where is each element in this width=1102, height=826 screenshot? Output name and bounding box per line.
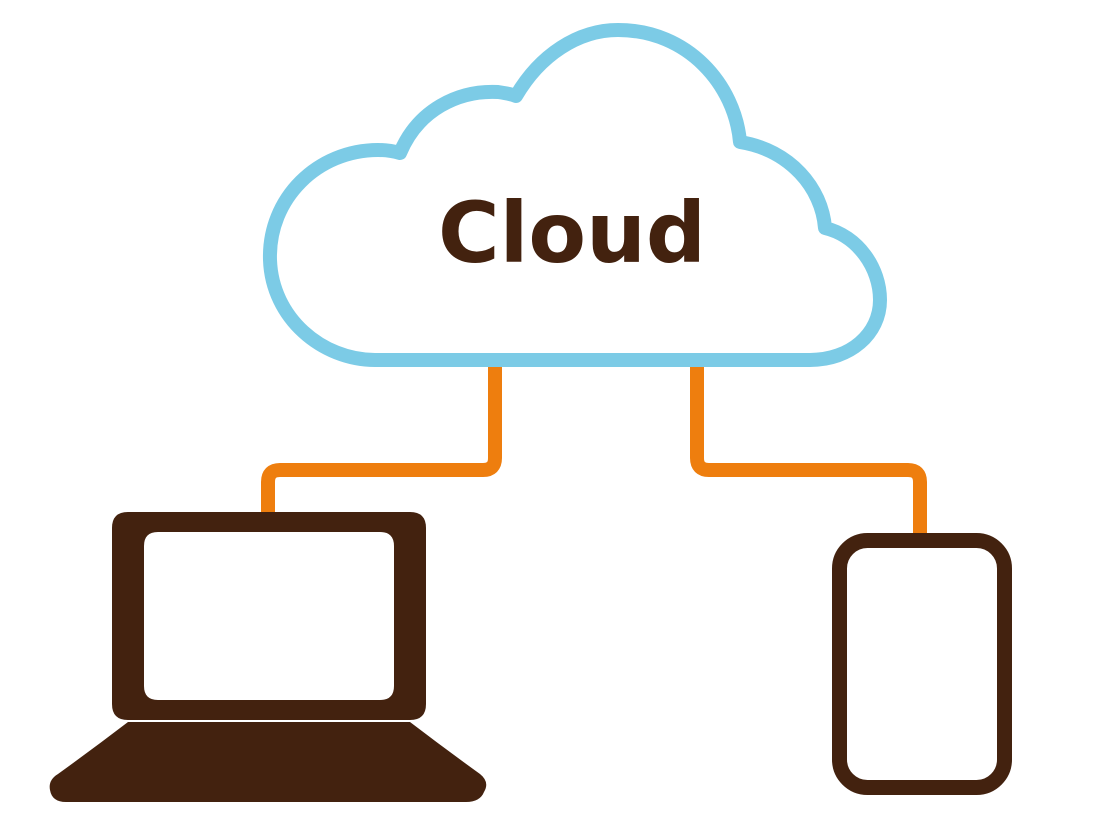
laptop-icon [49,512,487,802]
laptop-base [49,722,487,802]
tablet-icon [832,533,1012,795]
connector-cloud-to-laptop [261,364,502,520]
tablet-frame [832,533,1012,795]
connector-cloud-to-tablet [690,364,927,538]
laptop-screen [112,512,426,720]
cloud-outline [262,23,887,367]
cloud-icon: Cloud [262,23,887,367]
cloud-label: Cloud [438,184,706,282]
